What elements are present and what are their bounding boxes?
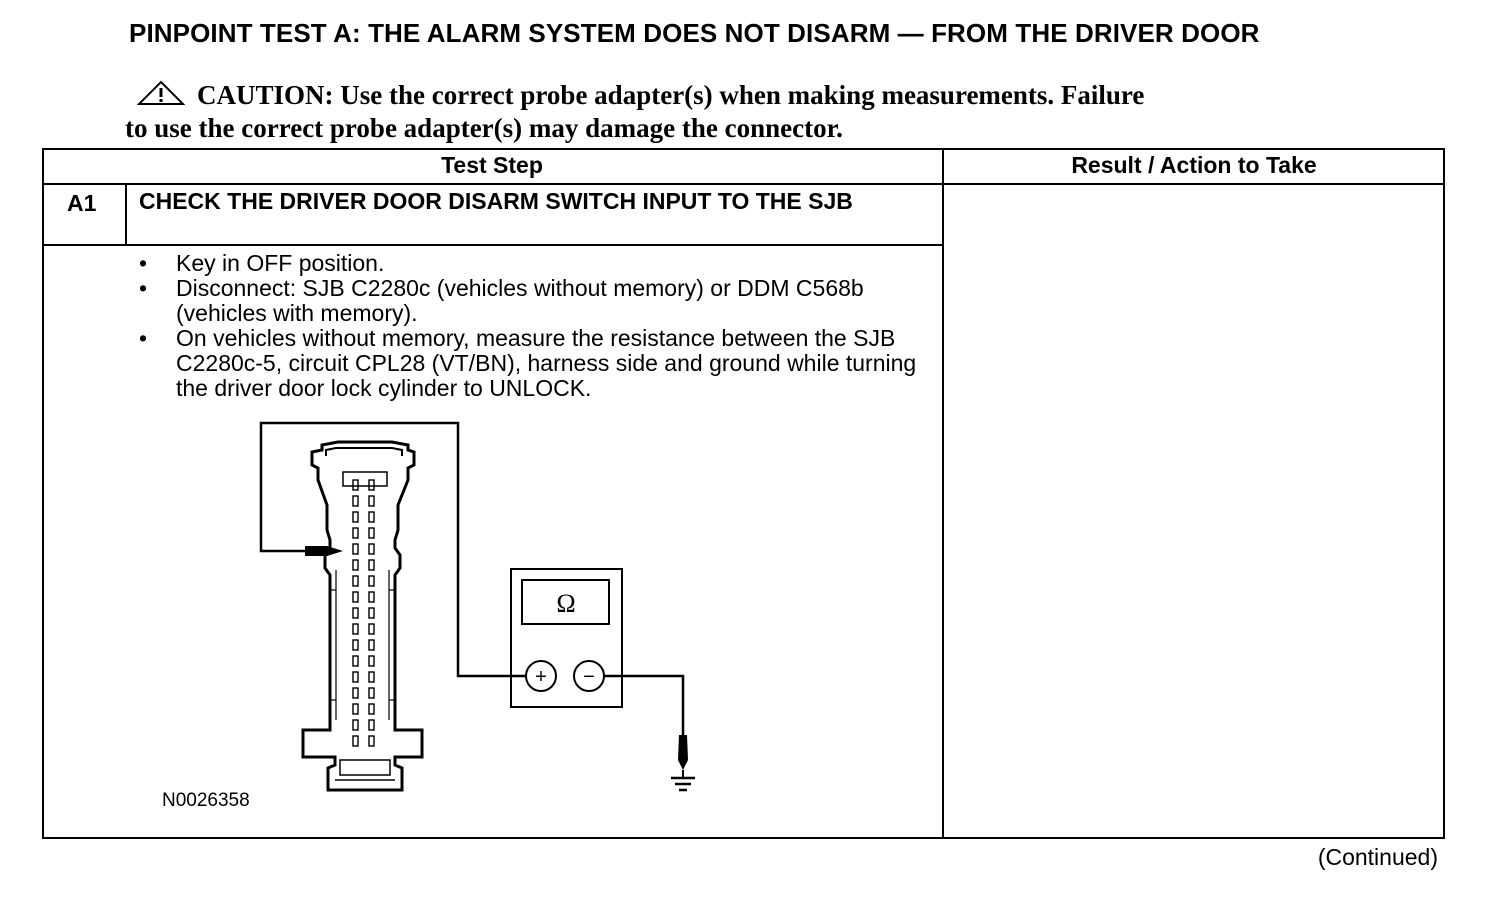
- list-item: •On vehicles without memory, measure the…: [139, 325, 917, 401]
- positive-terminal-label: +: [535, 666, 547, 688]
- column-divider: [942, 148, 944, 839]
- step-id: A1: [67, 190, 97, 216]
- ohm-symbol: Ω: [556, 589, 575, 618]
- ground-lead: [604, 674, 685, 735]
- step-title-divider: [42, 244, 943, 246]
- connector-icon: [301, 440, 424, 792]
- ohmmeter-icon: [510, 568, 623, 708]
- ground-symbol-icon: [671, 735, 695, 792]
- header-divider: [42, 183, 1445, 185]
- measurement-diagram: Ω + −: [150, 415, 750, 825]
- probe-tip-icon: [305, 546, 343, 556]
- step-title: CHECK THE DRIVER DOOR DISARM SWITCH INPU…: [139, 188, 853, 214]
- caution-label: CAUTION:: [197, 80, 334, 110]
- list-item: •Key in OFF position.: [139, 250, 385, 276]
- warning-triangle-icon: [136, 80, 186, 113]
- figure-id: N0026358: [162, 790, 250, 811]
- caution-text-line1: Use the correct probe adapter(s) when ma…: [340, 80, 1145, 110]
- step-instructions: •Key in OFF position. •Disconnect: SJB C…: [139, 251, 929, 401]
- continued-label: (Continued): [1317, 844, 1438, 870]
- header-result-action: Result / Action to Take: [1071, 152, 1317, 178]
- page-title: PINPOINT TEST A: THE ALARM SYSTEM DOES N…: [129, 18, 1260, 48]
- list-item: •Disconnect: SJB C2280c (vehicles withou…: [139, 275, 864, 326]
- step-id-divider: [125, 184, 127, 246]
- caution-note: CAUTION: Use the correct probe adapter(s…: [125, 80, 1325, 144]
- caution-text-line2: to use the correct probe adapter(s) may …: [125, 113, 843, 143]
- header-test-step: Test Step: [441, 152, 543, 178]
- probe-lead: [259, 421, 527, 678]
- negative-terminal-label: −: [583, 666, 595, 688]
- pinpoint-table: [42, 148, 1445, 839]
